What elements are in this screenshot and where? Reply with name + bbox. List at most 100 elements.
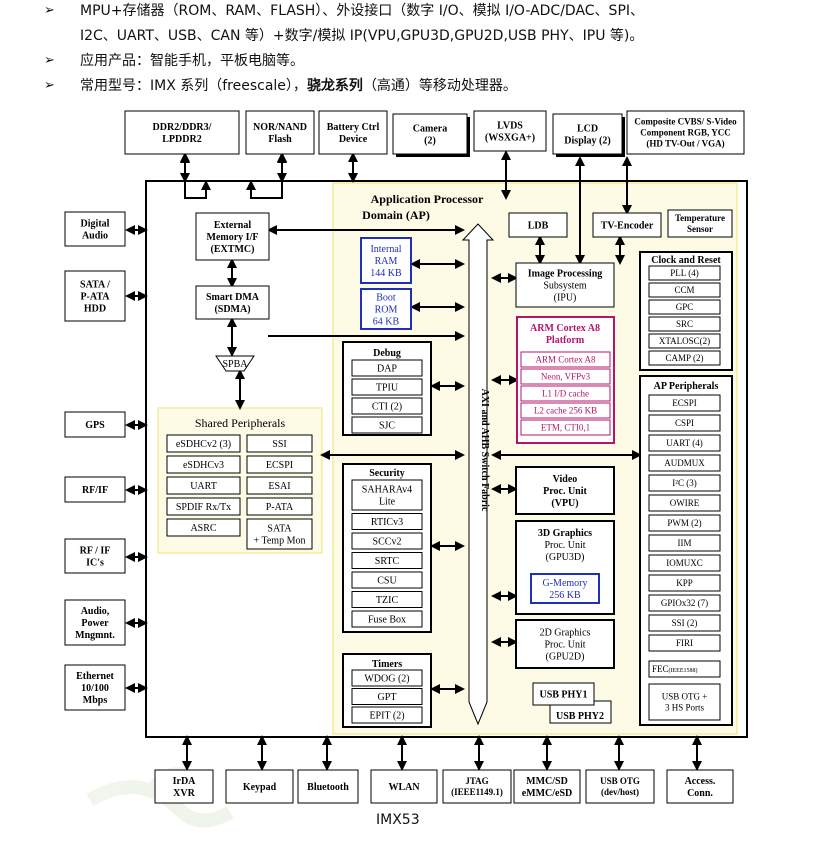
gpu3d-label: Proc. Unit [544, 540, 585, 551]
ap-peripheral-item-label: IOMUXC [666, 558, 703, 568]
clock-item: CAMP (2) [648, 350, 721, 366]
shared-item-left-label: ASRC [190, 523, 216, 534]
shared-item-right-label: SSI [272, 439, 286, 450]
bullet-line: ➢应用产品：智能手机，平板电脑等。 [44, 50, 824, 75]
security-item-label: Lite [379, 497, 396, 508]
shared-item-left: UART [166, 476, 241, 495]
left-box-apm-label: Mngmnt. [75, 630, 115, 641]
shared-item-left: eSDHCv3 [166, 455, 241, 474]
bullet-text-part: MPU+存储器（ROM、RAM、FLASH）、外设接口（数字 I/O、模拟 I/… [80, 3, 645, 19]
left-box-rfic-label: IC's [86, 558, 104, 569]
ap-peripheral-item: I²C (3) [648, 474, 721, 492]
debug-item: TPIU [351, 378, 423, 396]
shared-item-right: SATA+ Temp Mon [246, 518, 313, 550]
bullet-text-part: I2C、UART、USB、CAN 等）+数字/模拟 IP(VPU,GPU3D,G… [80, 28, 644, 44]
left-box-apm-label: Audio, [81, 606, 110, 617]
g-memory-block-label: 256 KB [549, 590, 581, 601]
bottom-box-usbotg: USB OTG(dev/host) [585, 769, 655, 804]
security-item-label: RTICv3 [371, 517, 403, 528]
shared-item-right-label: + Temp Mon [254, 536, 306, 547]
ap-peripheral-item-label: KPP [676, 578, 693, 588]
shared-item-right-label: SATA [267, 524, 292, 535]
ap-peripheral-item-label: OWIRE [670, 498, 700, 508]
bullet-text-part: 常用型号：IMX 系列（freescale）， [80, 78, 307, 94]
top-box-nor-label: Flash [268, 134, 292, 145]
arm-item-label: ARM Cortex A8 [535, 355, 596, 365]
bullet-text: 应用产品：智能手机，平板电脑等。 [80, 50, 304, 72]
left-box-sata-label: P-ATA [80, 292, 110, 303]
bullet-text: 常用型号：IMX 系列（freescale），骁龙系列（高通）等移动处理器。 [80, 75, 517, 97]
usb-otg-hs-ports-label: USB OTG + [662, 692, 708, 702]
arm-item: ARM Cortex A8 [520, 351, 611, 368]
arm-item-label: L1 I/D cache [542, 389, 589, 399]
debug-item-label: DAP [377, 364, 397, 375]
ap-peripheral-item-label: PWM (2) [667, 518, 701, 528]
shared-item-right: ESAI [246, 476, 313, 495]
usb-otg-hs-ports-label: 3 HS Ports [665, 703, 705, 713]
gpu2d-block-label: Proc. Unit [544, 640, 585, 651]
security-item-label: TZIC [376, 595, 399, 606]
left-box-eth-label: 10/100 [81, 683, 109, 694]
debug-item: CTI (2) [351, 397, 423, 415]
clock-item-label: CCM [674, 285, 694, 295]
internal-ram-label: RAM [375, 256, 398, 267]
top-box-lvds-label: LVDS [497, 121, 523, 132]
usb-phy1-block: USB PHY1 [532, 682, 595, 706]
vpu-block-label: Video [553, 474, 578, 485]
shared-item-left: ASRC [166, 518, 241, 537]
bottom-box-wlan-label: WLAN [388, 782, 420, 793]
shared-item-left-label: eSDHCv3 [183, 460, 224, 471]
security-item-label: CSU [377, 576, 397, 587]
ap-peripheral-item-label: AUDMUX [664, 458, 705, 468]
shared-item-right-label: P-ATA [266, 502, 294, 513]
ap-peripheral-item: IOMUXC [648, 554, 721, 572]
shared-item-left-label: eSDHCv2 (3) [176, 439, 231, 450]
bullet-text: I2C、UART、USB、CAN 等）+数字/模拟 IP(VPU,GPU3D,G… [80, 25, 643, 47]
ipu-block-label: Subsystem [543, 281, 587, 292]
top-box-lvds-label: (WSXGA+) [485, 133, 535, 144]
arm-item-label: ETM, CTI0,1 [541, 423, 590, 433]
top-box-ddr-label: LPDDR2 [162, 134, 201, 145]
tv-encoder-block-label: TV-Encoder [601, 221, 654, 232]
sdma-block-label: (SDMA) [214, 304, 250, 315]
axi-fabric-label: AXI and AHB Switch Fabric [479, 389, 490, 512]
ap-peripheral-item-label: UART (4) [666, 438, 703, 448]
boot-rom-label: Boot [376, 293, 396, 304]
debug-item-label: CTI (2) [372, 402, 402, 413]
ap-peripheral-item-label: ECSPI [672, 398, 697, 408]
gpu2d-block-label: (GPU2D) [546, 652, 585, 663]
vpu-block-label: (VPU) [551, 498, 578, 509]
debug-item-label: TPIU [376, 383, 399, 394]
ap-peripheral-item-label: GPIOx32 (7) [661, 598, 708, 608]
fec-sub-label: (IEEE1588) [669, 667, 698, 674]
arm-item: L2 cache 256 KB [520, 402, 611, 419]
debug-item: DAP [351, 359, 423, 377]
bottom-box-access: Access.Conn. [666, 769, 734, 804]
gpu3d-label: (GPU3D) [546, 552, 585, 563]
ap-peripherals-title: AP Peripherals [654, 381, 719, 392]
bottom-box-keypad-label: Keypad [243, 782, 277, 793]
ap-peripheral-item: UART (4) [648, 434, 721, 452]
usb-phy1-block-label: USB PHY1 [539, 690, 587, 701]
bullet-arrow-icon: ➢ [44, 3, 55, 18]
bottom-box-access-label: Access. [685, 776, 716, 787]
left-box-daudio-label: Audio [82, 231, 108, 242]
bottom-box-wlan: WLAN [370, 769, 438, 804]
clock-item-label: XTALOSC(2) [659, 336, 710, 346]
timers-title: Timers [372, 659, 402, 670]
top-box-ddr-label: DDR2/DDR3/ [153, 122, 212, 133]
security-title: Security [369, 468, 405, 479]
vpu-block-label: Proc. Unit [543, 486, 587, 497]
boot-rom-label: 64 KB [373, 317, 400, 328]
top-box-cvbs-label: Composite CVBS/ S-Video [634, 117, 737, 127]
usb-phy2-label: USB PHY2 [556, 711, 604, 722]
sdma-block: Smart DMA(SDMA) [195, 285, 270, 320]
top-box-cam-label: (2) [424, 136, 436, 147]
